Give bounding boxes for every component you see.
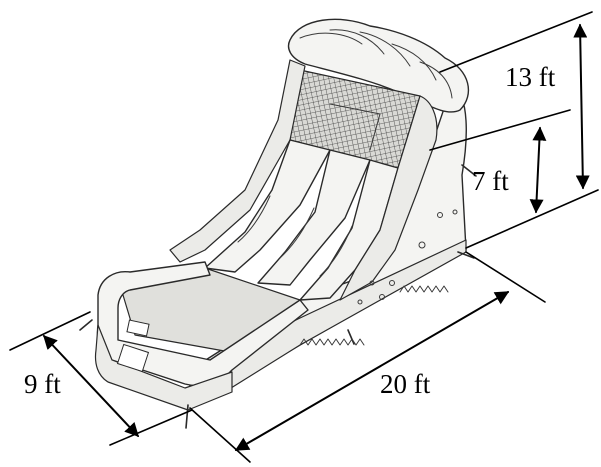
anchor-stake [185, 404, 189, 429]
slide-lane-1 [204, 139, 331, 273]
inflatable-slide-illustration [79, 18, 477, 429]
platform-height-label: 7 ft [472, 166, 509, 196]
anchor-stake [457, 251, 475, 259]
platform-height-arrow [529, 126, 547, 214]
platform-height-extension-line [429, 109, 571, 151]
length-extension-line-front [189, 407, 251, 463]
width-label: 9 ft [24, 369, 61, 399]
overall-height-arrow [573, 23, 590, 190]
length-label: 20 ft [380, 369, 431, 399]
slide-left-rail [169, 59, 306, 263]
height-extension-line-bottom [465, 189, 599, 249]
width-extension-line-right [109, 409, 193, 446]
width-extension-line-left [9, 311, 91, 351]
width-arrow [43, 334, 139, 438]
length-extension-line-back [465, 251, 546, 303]
height-extension-line-top [439, 11, 593, 73]
dimension-annotations: 13 ft 7 ft 20 ft 9 ft [9, 11, 599, 463]
overall-height-label: 13 ft [505, 62, 556, 92]
anchor-stake [461, 164, 477, 177]
length-arrow [234, 291, 510, 451]
top-back-cushion [287, 18, 470, 113]
pool-label-plate [126, 319, 150, 337]
anchor-stake [347, 329, 355, 345]
anchor-stake [79, 319, 93, 331]
